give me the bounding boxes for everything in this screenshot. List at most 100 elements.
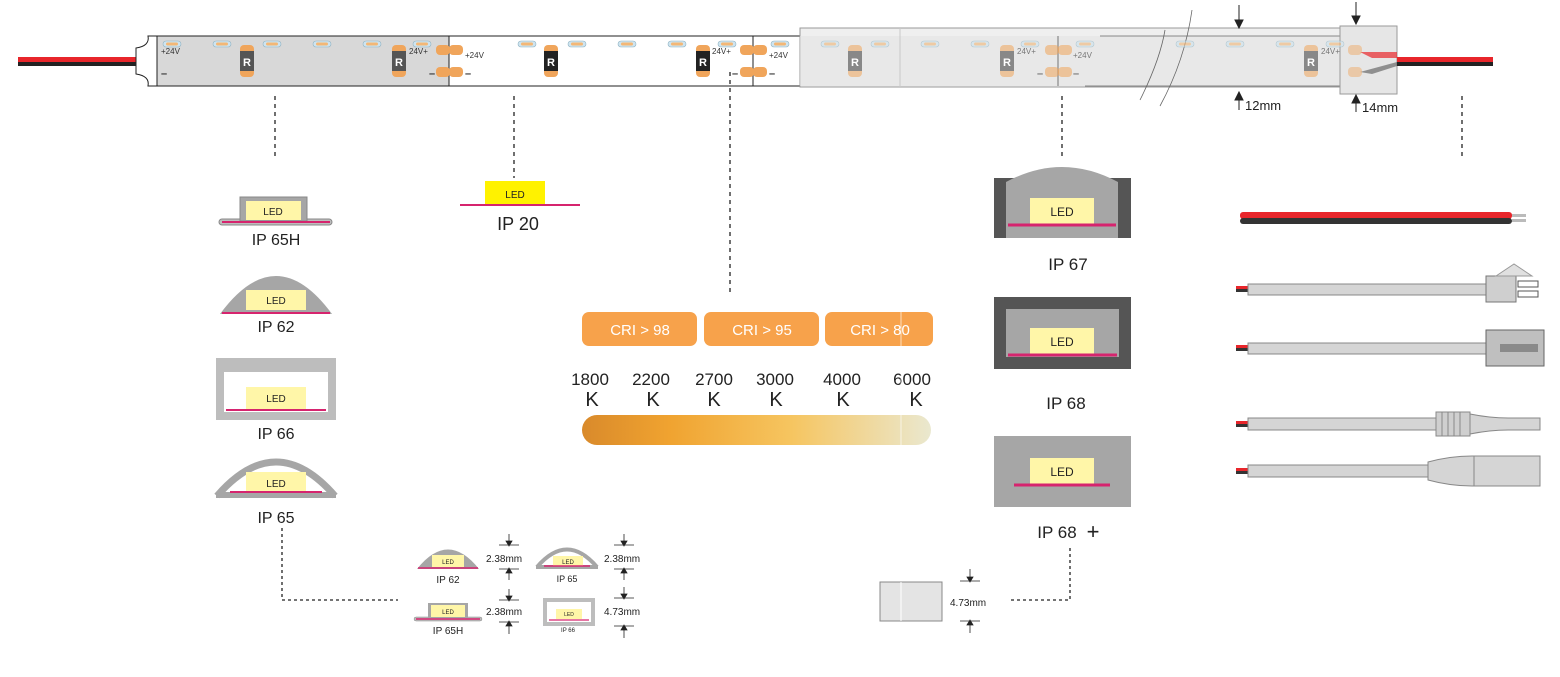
cri-badge [582, 312, 697, 346]
dim-ip65h: LED IP 65H [413, 603, 483, 637]
label-ip65-small: IP 65 [557, 574, 578, 584]
label-ip68plus: IP 68 [1037, 523, 1076, 542]
dimension-details: LED IP 62 LED IP 65 LED IP 65H LED [413, 534, 986, 638]
label-ip67: IP 67 [1048, 255, 1087, 274]
label-ip65h: IP 65H [252, 232, 301, 249]
connector-2pin-female [1236, 329, 1545, 367]
pos-label: +24V [465, 51, 485, 60]
pos-label-right: 24V+ [1321, 47, 1340, 56]
profile-ip65h: LED IP 65H [218, 196, 333, 249]
cri-badge [704, 312, 819, 346]
neg-label: – [732, 68, 738, 80]
dim-arrows [499, 534, 980, 638]
pos-label-right: 24V+ [409, 47, 428, 56]
leader-lines [274, 72, 1463, 601]
neg-label: – [769, 68, 775, 80]
resistor-label: R [547, 57, 555, 69]
led-label: LED [442, 560, 454, 566]
cct-temp: 3000 [756, 370, 794, 389]
dimension-arrows-top [1234, 2, 1361, 112]
cct-unit: K [909, 389, 923, 411]
cct-temp: 2200 [632, 370, 670, 389]
connector-options [1236, 212, 1545, 487]
cct-unit: K [769, 389, 783, 411]
profile-ip20: LED IP 20 [460, 181, 580, 234]
ip-profiles-right: LED IP 67 LED IP 68 LED IP 68 + [994, 167, 1131, 544]
pos-label-right: 24V+ [712, 47, 731, 56]
neg-label: – [1073, 68, 1079, 80]
label-ip65h-small: IP 65H [433, 626, 463, 637]
cct-temp: 2700 [695, 370, 733, 389]
profile-ip62: LED IP 62 [220, 276, 332, 336]
led-label: LED [505, 190, 524, 201]
neg-label: – [161, 68, 167, 80]
led-label: LED [266, 394, 285, 405]
profile-ip66: LED IP 66 [216, 358, 336, 443]
label-ip20: IP 20 [497, 214, 539, 234]
led-label: LED [1050, 465, 1074, 479]
resistor-label: R [395, 57, 403, 69]
cct-unit: K [585, 389, 599, 411]
dim-ip65: LED IP 65 [535, 547, 599, 584]
neg-label: – [429, 68, 435, 80]
dim-473-ip66: 4.73mm [604, 607, 640, 618]
plus-sign: + [1087, 519, 1100, 544]
dim-238-ip62: 2.38mm [486, 554, 522, 565]
label-ip68: IP 68 [1046, 394, 1085, 413]
cct-unit: K [707, 389, 721, 411]
resistor-label: R [699, 57, 707, 69]
negative-labels: – – – – – – – [161, 68, 1079, 80]
led-label: LED [442, 610, 454, 616]
led-label: LED [263, 207, 282, 218]
pos-label: +24V [1073, 51, 1093, 60]
cct-temp: 1800 [571, 370, 609, 389]
cct-temps: 1800 2200 2700 3000 4000 6000 [571, 370, 931, 389]
cri-badge-label: CRI > 98 [610, 322, 670, 339]
label-ip65: IP 65 [257, 510, 294, 527]
pos-label: +24V [769, 51, 789, 60]
connector-2pin-male [1236, 263, 1539, 303]
led-label: LED [564, 612, 574, 618]
cct-unit: K [836, 389, 850, 411]
pos-label: +24V [161, 47, 181, 56]
led-label: LED [562, 560, 574, 566]
cri-badge-label: CRI > 80 [850, 322, 910, 339]
dim-238-ip65h: 2.38mm [486, 607, 522, 618]
connector-dc-male [1236, 411, 1541, 437]
profile-ip68plus: LED IP 68 + [994, 436, 1131, 544]
dim-ip62: LED IP 62 [417, 549, 479, 586]
resistor-label: R [851, 57, 859, 69]
dim-238-ip65: 2.38mm [604, 554, 640, 565]
connector-dc-female [1236, 455, 1541, 487]
dim-473-ip68plus: 4.73mm [950, 598, 986, 609]
connector-bare-wire [1240, 212, 1526, 224]
resistor-label: R [1003, 57, 1011, 69]
profile-ip68: LED IP 68 [994, 297, 1131, 413]
ip-profiles-left: LED IP 65H LED IP 62 LED IP 66 LED I [214, 196, 338, 527]
dim-ip66: LED IP 66 [543, 598, 595, 634]
neg-label: – [465, 68, 471, 80]
cct-temp: 6000 [893, 370, 931, 389]
dim-12mm: 12mm [1245, 98, 1281, 113]
dim-14mm: 14mm [1362, 100, 1398, 115]
resistors: R R R R R R R [240, 51, 1318, 71]
led-label: LED [1050, 335, 1074, 349]
wire-black-right [1397, 62, 1493, 66]
label-ip66-small: IP 66 [561, 628, 576, 634]
end-cap-right [1339, 25, 1398, 95]
wire-red-left [18, 57, 136, 62]
label-ip66: IP 66 [257, 426, 294, 443]
neg-label: – [1037, 68, 1043, 80]
profile-ip65: LED IP 65 [214, 458, 338, 527]
end-cap-left [135, 35, 159, 87]
led-strip-top: R R R R R R R +24V 24V+ +24V 24V+ +24V 2… [18, 2, 1493, 115]
cri-badge [825, 312, 933, 346]
led-label: LED [266, 479, 285, 490]
led-label: LED [266, 296, 285, 307]
wire-red-right [1397, 57, 1493, 62]
cct-units: K K K K K K [585, 389, 923, 411]
cct-gradient-bar [582, 415, 931, 445]
resistor-label: R [243, 57, 251, 69]
cri-section: CRI > 98 CRI > 95 CRI > 80 1800 2200 270… [571, 310, 933, 445]
